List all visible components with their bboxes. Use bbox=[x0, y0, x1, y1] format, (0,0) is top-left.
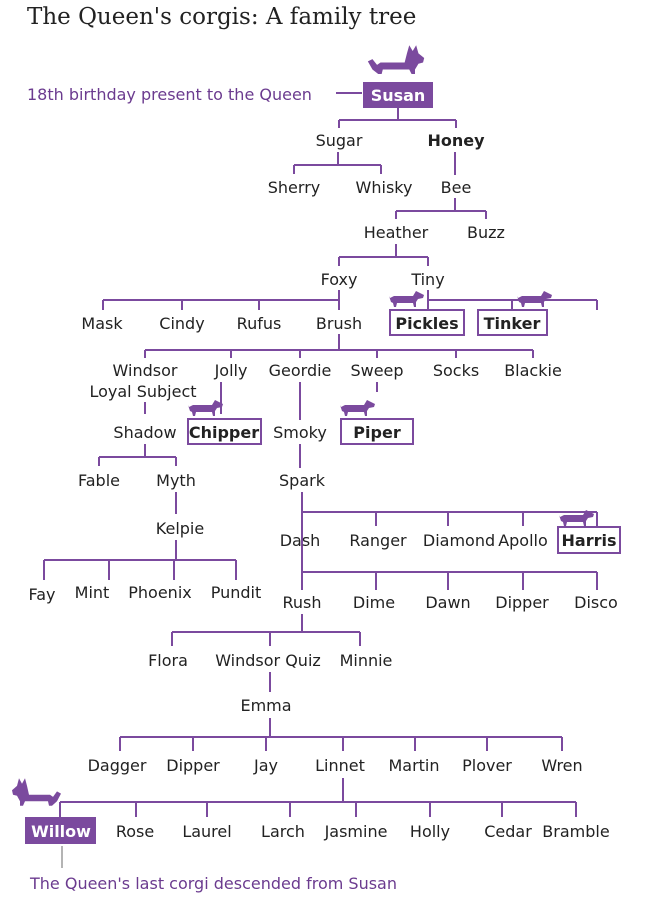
dog-name: Dime bbox=[353, 593, 395, 612]
dog-name: Tinker bbox=[484, 314, 541, 333]
dog-name: Dash bbox=[280, 531, 321, 550]
connector-lines bbox=[43, 92, 598, 868]
dog-name: Pickles bbox=[395, 314, 458, 333]
dog-name: Cindy bbox=[159, 314, 204, 333]
dachshund-icon bbox=[188, 400, 223, 416]
dog-name: Larch bbox=[261, 822, 305, 841]
dog-name: Mint bbox=[75, 583, 110, 602]
dog-names: Susan Sugar Honey Sherry Whisky Bee Heat… bbox=[28, 86, 617, 841]
dog-name: Jolly bbox=[214, 361, 248, 380]
dog-name: Fable bbox=[78, 471, 120, 490]
dog-name: Myth bbox=[156, 471, 196, 490]
dog-name: Heather bbox=[364, 223, 429, 242]
dog-name: Minnie bbox=[340, 651, 393, 670]
dog-name: Loyal Subject bbox=[89, 382, 196, 401]
dog-name: Ranger bbox=[349, 531, 407, 550]
dog-name: Bramble bbox=[542, 822, 609, 841]
corgi-icon bbox=[367, 45, 425, 75]
dog-name: Martin bbox=[388, 756, 439, 775]
dog-name: Apollo bbox=[498, 531, 548, 550]
dog-name: Windsor bbox=[113, 361, 178, 380]
dog-name: Mask bbox=[81, 314, 123, 333]
dog-name: Wren bbox=[541, 756, 582, 775]
dog-name: Susan bbox=[371, 86, 426, 105]
dog-name: Chipper bbox=[189, 423, 259, 442]
dog-name: Holly bbox=[410, 822, 450, 841]
dog-name: Geordie bbox=[269, 361, 332, 380]
dog-name: Bee bbox=[441, 178, 472, 197]
dog-name: Sugar bbox=[316, 131, 363, 150]
outline-box-harris bbox=[557, 526, 621, 554]
dog-name: Dipper bbox=[495, 593, 549, 612]
dog-name: Foxy bbox=[321, 270, 358, 289]
dog-name: Rufus bbox=[237, 314, 282, 333]
corgi-icon bbox=[12, 778, 61, 806]
dog-name: Dagger bbox=[88, 756, 147, 775]
outline-box-piper bbox=[340, 418, 414, 445]
dog-name: Willow bbox=[31, 822, 91, 841]
highlight-box-willow bbox=[25, 817, 96, 844]
dog-name: Jasmine bbox=[324, 822, 388, 841]
dog-name: Fay bbox=[28, 585, 55, 604]
dog-name: Piper bbox=[353, 423, 401, 442]
dog-name: Honey bbox=[427, 131, 485, 150]
dog-name: Jay bbox=[253, 756, 278, 775]
outline-box-tinker bbox=[477, 309, 548, 336]
dog-name: Pundit bbox=[211, 583, 262, 602]
dog-name: Smoky bbox=[273, 423, 327, 442]
dog-name: Buzz bbox=[467, 223, 505, 242]
dog-name: Rush bbox=[282, 593, 321, 612]
dog-name: Diamond bbox=[423, 531, 495, 550]
dog-name: Sherry bbox=[268, 178, 320, 197]
dog-name: Laurel bbox=[182, 822, 231, 841]
dog-name: Flora bbox=[148, 651, 188, 670]
dog-name: Dawn bbox=[425, 593, 470, 612]
dachshund-icon bbox=[340, 400, 375, 416]
dachshund-icon bbox=[389, 291, 424, 307]
outline-box-chipper bbox=[187, 418, 262, 445]
dog-name: Phoenix bbox=[128, 583, 191, 602]
dog-name: Cedar bbox=[484, 822, 532, 841]
dog-name: Shadow bbox=[113, 423, 176, 442]
dog-name: Socks bbox=[433, 361, 479, 380]
annotation-last-corgi: The Queen's last corgi descended from Su… bbox=[29, 874, 397, 893]
dog-name: Dipper bbox=[166, 756, 220, 775]
dog-name: Spark bbox=[279, 471, 326, 490]
dog-name: Plover bbox=[462, 756, 512, 775]
dog-name: Brush bbox=[316, 314, 362, 333]
dog-name: Tiny bbox=[410, 270, 444, 289]
dog-name: Linnet bbox=[315, 756, 365, 775]
dog-name: Blackie bbox=[504, 361, 562, 380]
dog-name: Disco bbox=[574, 593, 618, 612]
dog-name: Whisky bbox=[356, 178, 413, 197]
dog-name: Windsor Quiz bbox=[215, 651, 321, 670]
dog-name: Kelpie bbox=[156, 519, 204, 538]
page-title: The Queen's corgis: A family tree bbox=[27, 4, 417, 30]
dog-name: Sweep bbox=[350, 361, 403, 380]
highlight-box-susan bbox=[363, 82, 433, 108]
outline-box-pickles bbox=[389, 309, 465, 336]
dog-name: Rose bbox=[116, 822, 154, 841]
dog-name: Emma bbox=[240, 696, 291, 715]
annotation-birthday-present: 18th birthday present to the Queen bbox=[27, 85, 312, 104]
dog-name: Harris bbox=[562, 531, 617, 550]
